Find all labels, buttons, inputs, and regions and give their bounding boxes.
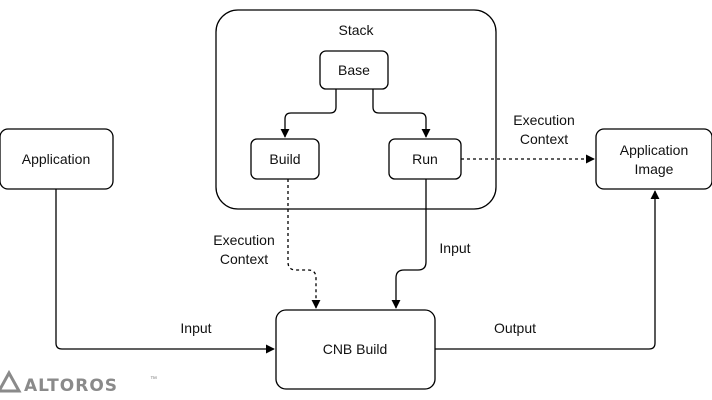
execution-context-left-label-line1: Execution bbox=[213, 232, 274, 248]
altoros-logo-mark-icon bbox=[0, 369, 22, 393]
altoros-logo-trademark: ™ bbox=[150, 376, 157, 383]
build-label: Build bbox=[269, 151, 300, 167]
run-to-cnb-build-edge bbox=[391, 179, 427, 309]
application-label: Application bbox=[22, 151, 91, 167]
stack-label: Stack bbox=[338, 22, 374, 38]
application-image-node bbox=[595, 128, 712, 190]
cnb-build-to-application-image-edge bbox=[435, 190, 660, 350]
execution-context-left-label-line2: Context bbox=[220, 251, 268, 267]
base-to-build-edge bbox=[280, 89, 337, 138]
altoros-logo: ALTOROS ™ bbox=[0, 369, 157, 396]
run-label: Run bbox=[412, 151, 438, 167]
execution-context-top-label-line2: Context bbox=[520, 131, 568, 147]
input-run-label: Input bbox=[439, 240, 470, 256]
cnb-build-label: CNB Build bbox=[323, 341, 388, 357]
base-node bbox=[319, 50, 389, 90]
output-label: Output bbox=[494, 320, 536, 336]
execution-context-top-label-line1: Execution bbox=[513, 112, 574, 128]
altoros-logo-text: ALTOROS bbox=[24, 376, 118, 396]
base-to-run-edge bbox=[372, 89, 431, 138]
application-image-label-line1: Application bbox=[620, 142, 689, 158]
application-image-label-line2: Image bbox=[635, 161, 674, 177]
base-label: Base bbox=[338, 62, 370, 78]
build-node bbox=[250, 138, 320, 180]
input-application-label: Input bbox=[180, 320, 211, 336]
application-to-cnb-build-edge bbox=[55, 189, 275, 354]
build-to-cnb-build-edge bbox=[287, 179, 321, 309]
